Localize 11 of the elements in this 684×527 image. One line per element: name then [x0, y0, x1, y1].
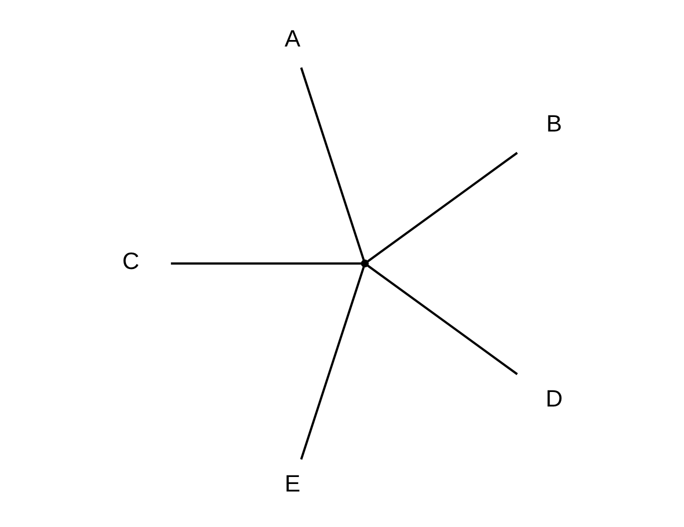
- connector: [300, 67, 364, 261]
- connector: [366, 264, 518, 376]
- node-text: C: [122, 249, 139, 276]
- node-text: D: [545, 386, 562, 413]
- connector: [366, 152, 518, 262]
- connector: [300, 266, 364, 460]
- node-text: E: [284, 472, 300, 498]
- node-text: B: [546, 112, 562, 138]
- node-text: A: [284, 26, 300, 53]
- node-point: [360, 260, 368, 268]
- connector: [170, 262, 362, 265]
